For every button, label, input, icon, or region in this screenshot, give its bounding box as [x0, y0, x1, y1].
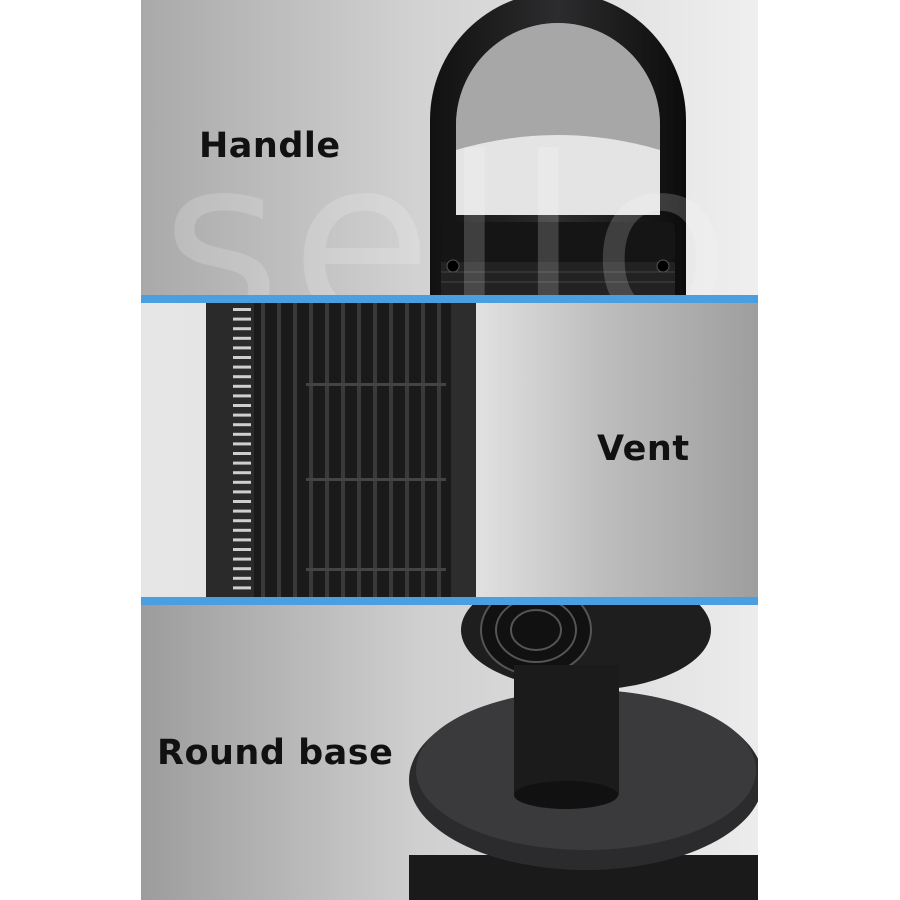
vent-slat — [309, 303, 313, 597]
vent-panel — [141, 303, 758, 597]
side-fin — [233, 336, 251, 340]
side-fin — [233, 375, 251, 379]
side-fin — [233, 480, 251, 484]
side-fin — [233, 404, 251, 407]
side-fin — [233, 519, 251, 523]
side-fin — [233, 394, 251, 398]
side-fin — [233, 452, 251, 455]
side-fin — [233, 423, 251, 427]
vent-slat — [341, 303, 345, 597]
side-fin — [233, 356, 251, 359]
vent-label: Vent — [597, 429, 690, 469]
side-fin — [233, 548, 251, 551]
side-fin — [233, 346, 251, 350]
side-fin — [233, 327, 251, 331]
side-fin — [233, 461, 251, 465]
side-fin — [233, 442, 251, 446]
handle-image — [430, 0, 686, 295]
divider-top — [141, 295, 758, 303]
vent-rib — [306, 478, 446, 481]
side-fin — [233, 567, 251, 571]
base-panel — [141, 605, 758, 900]
side-fin — [233, 490, 251, 494]
vent-slat — [277, 303, 281, 597]
side-fin — [233, 538, 251, 542]
vent-slat — [357, 303, 361, 597]
side-fin — [233, 500, 251, 503]
vent-slat — [405, 303, 409, 597]
vent-slat — [437, 303, 441, 597]
base-image — [409, 605, 758, 900]
side-fin — [233, 586, 251, 590]
vent-slat — [261, 303, 265, 597]
side-fin — [233, 413, 251, 417]
vent-rib — [306, 383, 446, 386]
side-fin — [233, 509, 251, 513]
vent-slat — [389, 303, 393, 597]
side-fin — [233, 471, 251, 475]
side-fin — [233, 528, 251, 532]
base-label: Round base — [157, 733, 394, 773]
vent-slat — [293, 303, 297, 597]
side-fin — [233, 308, 251, 311]
side-fin — [233, 432, 251, 436]
side-fin — [233, 384, 251, 388]
side-fin — [233, 365, 251, 369]
vent-image — [206, 303, 476, 597]
divider-bottom — [141, 597, 758, 605]
handle-label: Handle — [199, 126, 341, 166]
vent-slat — [325, 303, 329, 597]
side-fin — [233, 557, 251, 561]
side-fin — [233, 576, 251, 580]
vent-slat — [421, 303, 425, 597]
side-fin — [233, 317, 251, 321]
vent-rib — [306, 568, 446, 571]
vent-slat — [373, 303, 377, 597]
